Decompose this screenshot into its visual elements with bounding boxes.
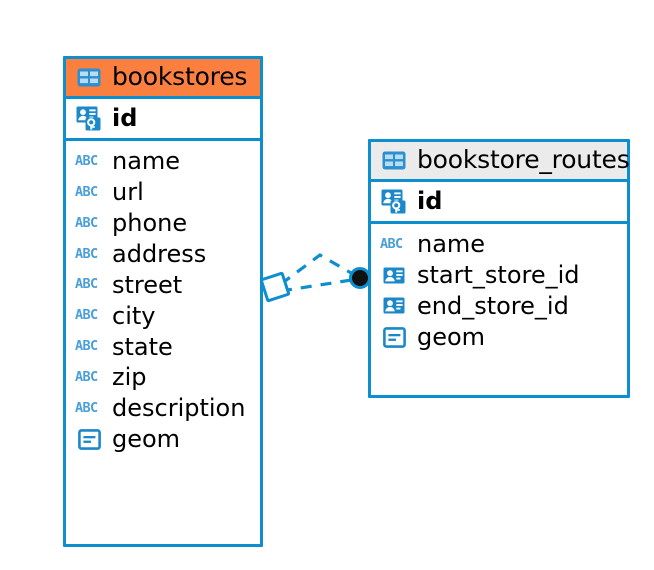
field-label: end_store_id bbox=[417, 292, 569, 320]
field-list-bookstore_routes: ABC name start_store_id bbox=[371, 224, 627, 360]
relationship-bookstores-bookstore_routes[interactable] bbox=[259, 253, 371, 303]
primary-key-label-bookstores: id bbox=[112, 103, 138, 132]
field-row[interactable]: start_store_id bbox=[380, 260, 618, 291]
entity-bookstore_routes[interactable]: bookstore_routes id bbox=[368, 139, 630, 398]
abc-icon: ABC bbox=[75, 245, 98, 262]
abc-icon: ABC bbox=[75, 183, 98, 200]
abc-icon: ABC bbox=[75, 338, 98, 355]
table-icon bbox=[75, 64, 103, 90]
abc-icon: ABC bbox=[380, 235, 403, 252]
field-label: name bbox=[417, 230, 486, 259]
abc-icon: ABC bbox=[75, 307, 98, 324]
abc-icon: ABC bbox=[75, 152, 98, 169]
field-label: description bbox=[112, 394, 246, 423]
field-row[interactable]: ABC url bbox=[75, 177, 251, 208]
field-label: phone bbox=[112, 209, 188, 237]
field-label: city bbox=[112, 301, 156, 330]
relationship-line-lower bbox=[280, 277, 359, 293]
field-row[interactable]: ABC city bbox=[75, 301, 251, 332]
field-row[interactable]: ABC name bbox=[380, 229, 618, 260]
entity-header-bookstores[interactable]: bookstores bbox=[66, 59, 260, 100]
relationship-diamond-marker bbox=[259, 271, 291, 303]
field-row[interactable]: ABC street bbox=[75, 270, 251, 301]
geometry-icon bbox=[380, 324, 408, 350]
field-label: zip bbox=[112, 363, 147, 392]
field-row[interactable]: ABC description bbox=[75, 393, 251, 424]
entity-title-bookstore_routes: bookstore_routes bbox=[417, 145, 630, 174]
field-row[interactable]: ABC address bbox=[75, 239, 251, 270]
field-row[interactable]: geom bbox=[380, 322, 618, 353]
field-label: url bbox=[112, 178, 144, 207]
field-label: state bbox=[112, 332, 173, 361]
field-list-bookstores: ABC name ABC url ABC phone ABC address A… bbox=[66, 141, 260, 462]
table-icon bbox=[380, 147, 408, 173]
entity-title-bookstores: bookstores bbox=[112, 62, 248, 91]
field-row[interactable]: ABC zip bbox=[75, 362, 251, 393]
abc-icon: ABC bbox=[75, 369, 98, 386]
field-label: geom bbox=[417, 322, 486, 351]
field-row[interactable]: ABC state bbox=[75, 332, 251, 363]
primary-key-label-bookstore_routes: id bbox=[417, 186, 443, 215]
abc-icon: ABC bbox=[75, 399, 98, 416]
relationship-line-upper bbox=[280, 253, 359, 286]
field-row[interactable]: end_store_id bbox=[380, 291, 618, 322]
field-row[interactable]: geom bbox=[75, 424, 251, 455]
field-label: geom bbox=[112, 425, 181, 454]
entity-header-bookstore_routes[interactable]: bookstore_routes bbox=[371, 142, 630, 183]
primary-key-row-bookstore_routes[interactable]: id bbox=[371, 182, 627, 225]
primary-key-icon bbox=[380, 188, 408, 214]
field-row[interactable]: ABC phone bbox=[75, 208, 251, 239]
foreign-key-icon bbox=[380, 263, 408, 289]
field-row[interactable]: ABC name bbox=[75, 146, 251, 177]
field-label: start_store_id bbox=[417, 261, 580, 290]
relationship-circle-marker bbox=[349, 267, 371, 289]
field-label: address bbox=[112, 239, 207, 268]
field-label: name bbox=[112, 147, 181, 176]
foreign-key-icon bbox=[380, 293, 408, 319]
field-label: street bbox=[112, 270, 183, 299]
primary-key-icon bbox=[75, 105, 103, 131]
abc-icon: ABC bbox=[75, 214, 98, 231]
geometry-icon bbox=[75, 427, 103, 453]
entity-bookstores[interactable]: bookstores id bbox=[63, 56, 263, 547]
abc-icon: ABC bbox=[75, 276, 98, 293]
primary-key-row-bookstores[interactable]: id bbox=[66, 99, 260, 142]
